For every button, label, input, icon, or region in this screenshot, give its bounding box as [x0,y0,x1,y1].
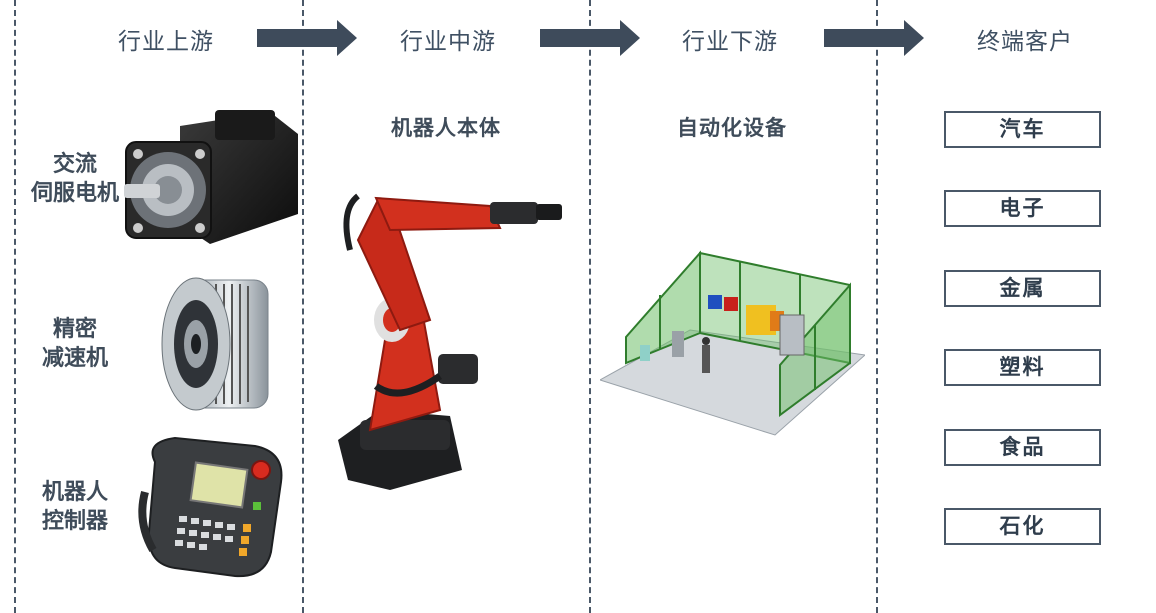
reducer-icon [161,277,269,411]
component-label-servo-motor: 交流 伺服电机 [20,150,130,208]
divider-midstream-downstream [589,0,591,613]
teach-pendant-icon [138,436,283,578]
label-line: 控制器 [41,509,108,534]
divider-downstream-customers [876,0,878,613]
arrow-right-icon [257,20,357,56]
divider-left-edge [14,0,16,613]
arrow-right-icon [824,20,924,56]
robot-arm-icon [338,193,562,490]
stage-title-midstream: 行业中游 [400,29,496,55]
customer-box-petrochemical: 石化 [944,508,1101,545]
label-line: 伺服电机 [30,181,119,206]
customer-box-auto: 汽车 [944,111,1101,148]
customer-box-electronics: 电子 [944,190,1101,227]
stage-title-customers: 终端客户 [977,29,1073,55]
servo-motor-icon [124,110,298,244]
stage-title-upstream: 行业上游 [118,29,214,55]
stage-title-downstream: 行业下游 [682,29,778,55]
divider-upstream-midstream [302,0,304,613]
midstream-label: 机器人本体 [391,116,501,140]
label-line: 机器人 [41,480,108,505]
component-label-controller: 机器人 控制器 [20,478,130,536]
label-line: 精密 [52,317,97,342]
customer-box-food: 食品 [944,429,1101,466]
label-line: 交流 [52,152,97,177]
downstream-label: 自动化设备 [677,116,787,140]
component-label-reducer: 精密 减速机 [20,315,130,373]
arrow-right-icon [540,20,640,56]
label-line: 减速机 [41,346,108,371]
workcell-icon [600,250,865,436]
customer-box-metal: 金属 [944,270,1101,307]
customer-box-plastics: 塑料 [944,349,1101,386]
